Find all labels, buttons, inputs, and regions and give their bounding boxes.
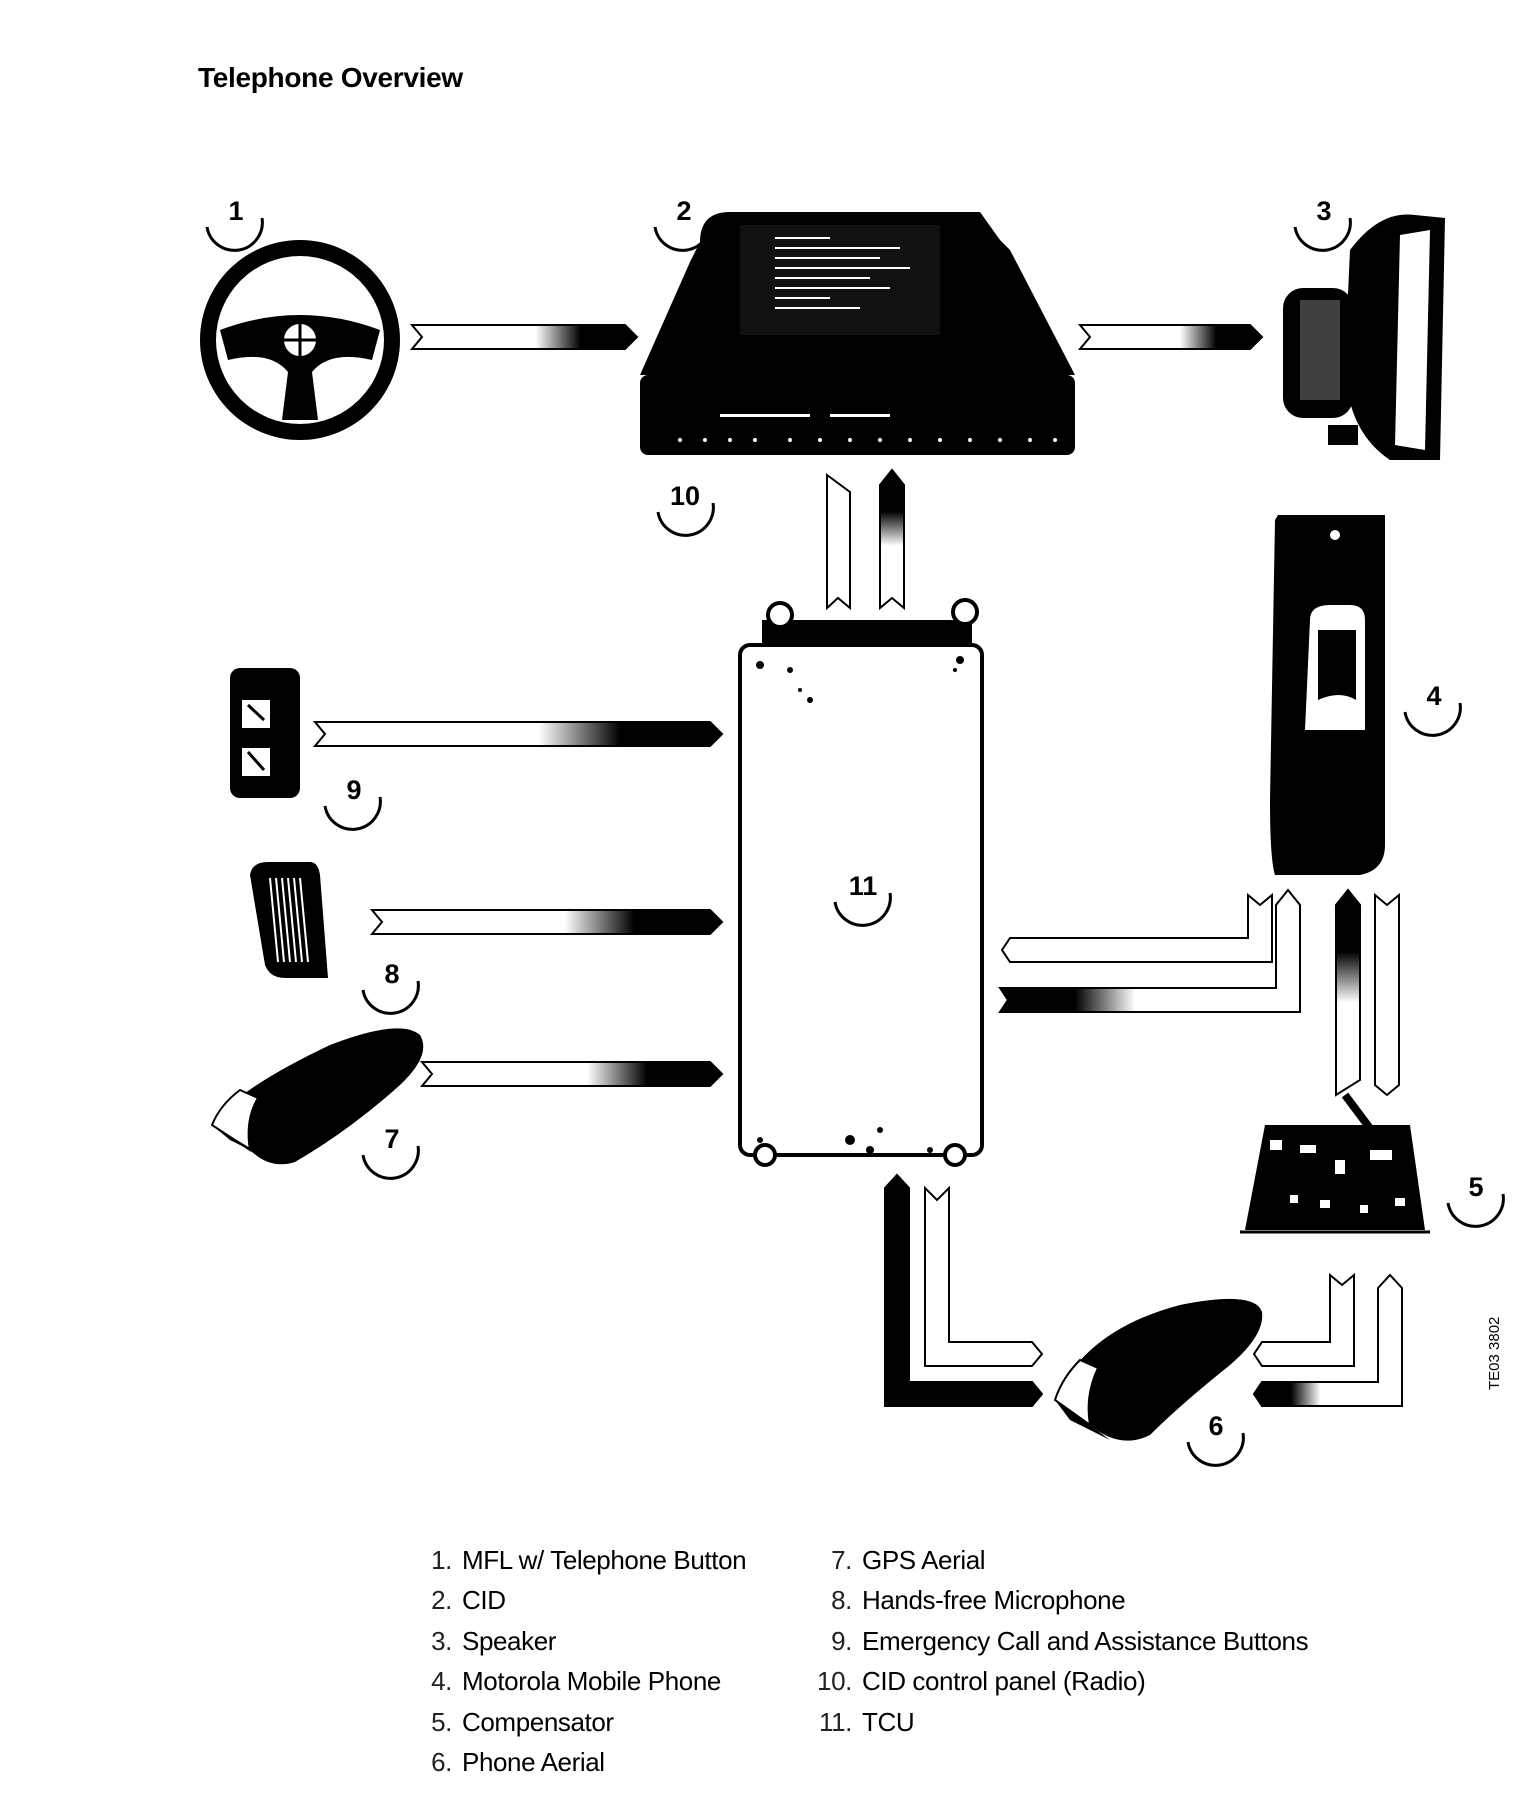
page-title: Telephone Overview	[198, 62, 463, 93]
svg-text:10: 10	[670, 481, 700, 511]
legend-column-1: 1.MFL w/ Telephone Button 2.CID 3.Speake…	[420, 1540, 746, 1782]
callout-5: 5	[1446, 1172, 1505, 1228]
phone-aerial-icon	[1053, 1298, 1263, 1441]
arrow-11-to-4	[998, 888, 1301, 1013]
legend-item: 1.MFL w/ Telephone Button	[431, 1545, 747, 1575]
arrow-7-to-11	[419, 1061, 724, 1087]
svg-text:4: 4	[1426, 681, 1441, 711]
microphone-icon	[250, 862, 328, 978]
svg-text:2: 2	[676, 196, 691, 226]
svg-text:7: 7	[384, 1124, 399, 1154]
legend-item: 3.Speaker	[431, 1625, 557, 1656]
mobile-phone-icon	[1270, 515, 1385, 875]
callout-7: 7	[361, 1124, 420, 1180]
emergency-buttons-icon	[230, 668, 300, 798]
arrow-4-to-11	[1000, 892, 1273, 963]
arrow-6-to-5	[1252, 1273, 1403, 1407]
legend-column-2: 7.GPS Aerial 8.Hands-free Microphone 9.E…	[812, 1540, 1309, 1742]
legend-item: 11.TCU	[818, 1706, 915, 1737]
legend-item: 9.Emergency Call and Assistance Buttons	[831, 1625, 1309, 1656]
callout-2: 2	[653, 196, 712, 252]
legend-item: 7.GPS Aerial	[831, 1545, 986, 1575]
svg-text:5: 5	[1468, 1172, 1483, 1202]
arrow-8-to-11	[369, 909, 724, 935]
svg-text:8: 8	[384, 959, 399, 989]
arrow-4-to-5	[1374, 892, 1400, 1097]
legend-item: 5.Compensator	[431, 1706, 614, 1737]
gps-aerial-icon	[210, 1028, 424, 1166]
callout-8: 8	[361, 959, 420, 1015]
callout-3: 3	[1293, 196, 1352, 252]
legend-item: 10.CID control panel (Radio)	[817, 1666, 1146, 1697]
legend-item: 2.CID	[431, 1585, 506, 1616]
arrow-9-to-11	[312, 721, 724, 747]
svg-text:9: 9	[346, 775, 361, 805]
callout-10: 10	[656, 481, 715, 537]
svg-text:1: 1	[228, 196, 243, 226]
arrow-11-to-6-up	[884, 1173, 1044, 1407]
callout-11: 11	[833, 871, 892, 927]
figure-code: TE03 3802	[1486, 1316, 1503, 1390]
callout-4: 4	[1403, 681, 1462, 737]
compensator-icon	[1240, 1092, 1430, 1234]
svg-text:11: 11	[849, 871, 878, 901]
legend-item: 4.Motorola Mobile Phone	[431, 1666, 721, 1697]
legend-item: 6.Phone Aerial	[431, 1746, 605, 1777]
arrow-1-to-2	[409, 324, 639, 350]
arrow-2-to-11	[826, 473, 851, 611]
cid-control-panel-icon	[640, 375, 1075, 455]
arrow-5-to-6	[1252, 1272, 1355, 1367]
steering-wheel-icon	[200, 240, 400, 440]
arrow-11-to-2	[879, 468, 905, 611]
callout-1: 1	[205, 196, 264, 252]
callout-9: 9	[323, 775, 382, 831]
arrow-11-to-6-down	[924, 1185, 1044, 1367]
cid-monitor-icon	[640, 212, 1075, 375]
callout-6: 6	[1186, 1411, 1245, 1467]
tcu-icon	[738, 598, 984, 1167]
svg-text:6: 6	[1208, 1411, 1223, 1441]
svg-text:3: 3	[1316, 196, 1331, 226]
legend-item: 8.Hands-free Microphone	[831, 1585, 1126, 1616]
arrow-5-to-4	[1335, 888, 1361, 1097]
arrow-2-to-3	[1077, 324, 1264, 350]
speaker-icon	[1283, 214, 1445, 460]
